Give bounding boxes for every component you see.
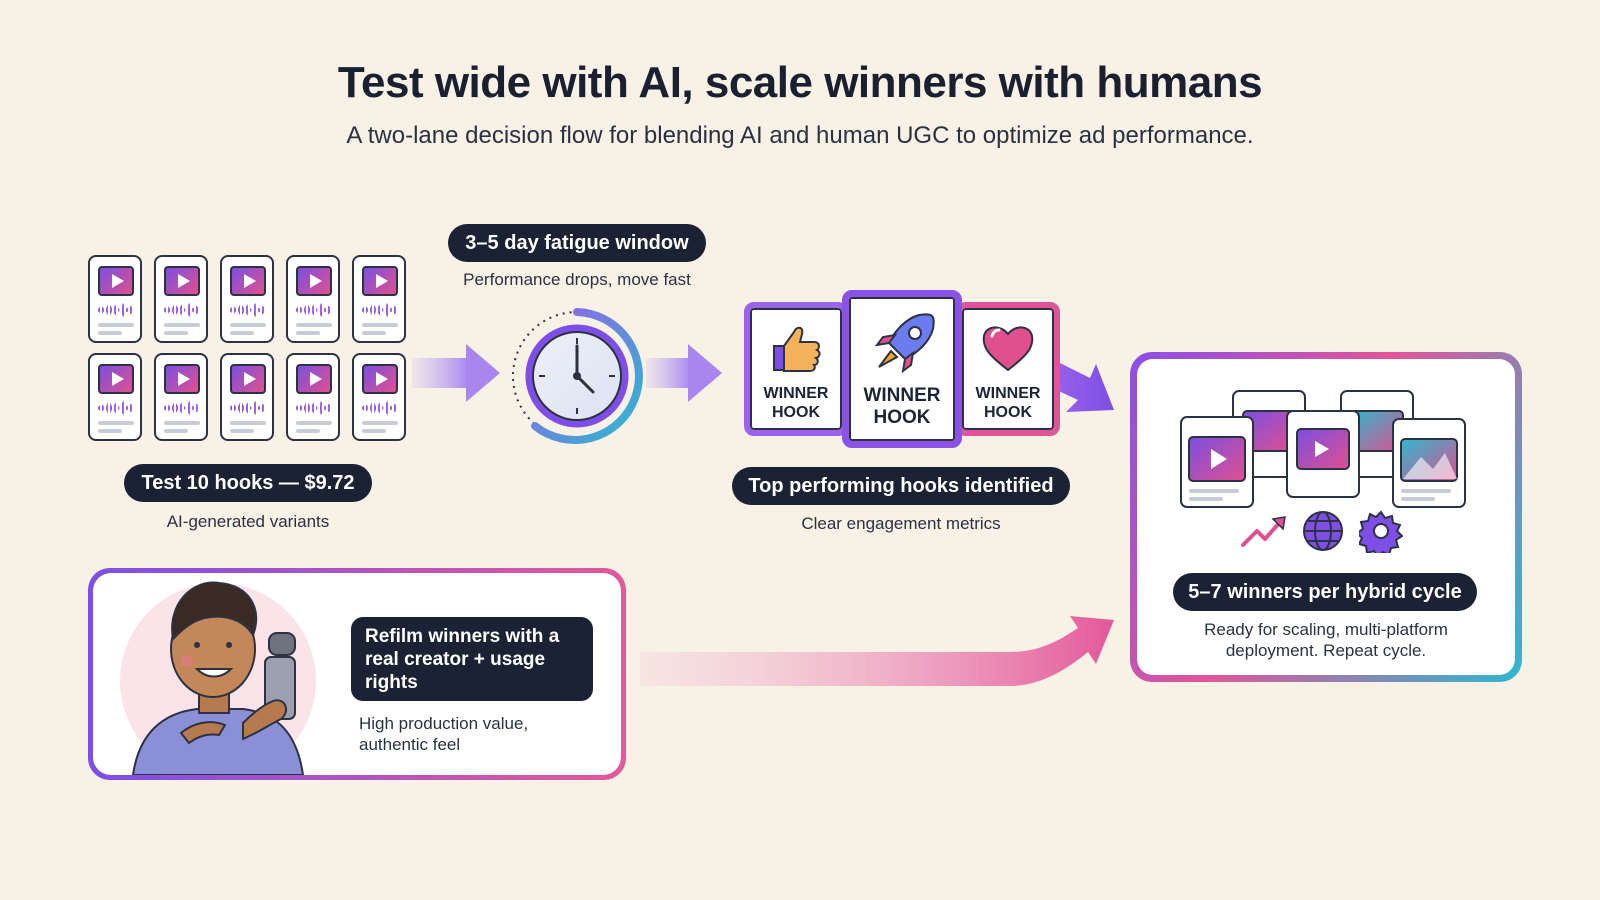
- winner-hook-card: WINNER HOOK: [956, 302, 1060, 436]
- play-icon: [362, 364, 398, 394]
- winner-hook-label: WINNER HOOK: [763, 385, 829, 421]
- winner-hook-label: WINNER HOOK: [975, 385, 1041, 421]
- ai-variant-card: [88, 353, 142, 441]
- audio-waveform-icon: [296, 303, 332, 317]
- winner-hook-card: WINNER HOOK: [744, 302, 848, 436]
- test-hooks-pill: Test 10 hooks — $9.72: [124, 464, 372, 502]
- play-icon: [362, 266, 398, 296]
- audio-waveform-icon: [230, 401, 266, 415]
- gear-icon: [1359, 510, 1403, 553]
- winner-hook-card-featured: WINNER HOOK: [842, 290, 962, 448]
- globe-icon: [1303, 511, 1343, 551]
- play-icon: [164, 364, 200, 394]
- ai-variant-card: [286, 353, 340, 441]
- results-panel: 5–7 winners per hybrid cycle Ready for s…: [1130, 352, 1522, 682]
- rocket-icon: [874, 313, 935, 374]
- audio-waveform-icon: [362, 401, 398, 415]
- page-title: Test wide with AI, scale winners with hu…: [337, 58, 1263, 107]
- fatigue-window-pill: 3–5 day fatigue window: [448, 224, 706, 262]
- audio-waveform-icon: [164, 401, 200, 415]
- ai-variant-card: [154, 353, 208, 441]
- winner-hooks-group: WINNER HOOK WINNER HOOK WINNER HOOK: [744, 290, 1060, 450]
- audio-waveform-icon: [98, 303, 134, 317]
- ai-variant-card: [352, 255, 406, 343]
- ai-variant-card: [220, 353, 274, 441]
- clock-icon: [512, 308, 643, 444]
- arrow-fatigue-to-winners: [646, 344, 722, 402]
- hybrid-winners-caption: Ready for scaling, multi-platform deploy…: [1204, 620, 1448, 660]
- audio-waveform-icon: [230, 303, 266, 317]
- creator-refilm-panel: Refilm winners with a real creator + usa…: [88, 568, 626, 780]
- play-icon: [164, 266, 200, 296]
- ai-variant-card: [286, 255, 340, 343]
- arrow-test-to-fatigue: [412, 344, 500, 402]
- ai-variant-card: [154, 255, 208, 343]
- trend-up-icon: [1241, 516, 1286, 547]
- creator-illustration: [120, 581, 316, 775]
- audio-waveform-icon: [98, 401, 134, 415]
- multi-platform-cards-illustration: [1180, 390, 1466, 508]
- refilm-caption: High production value, authentic feel: [359, 714, 529, 754]
- ai-variant-card: [88, 255, 142, 343]
- arrow-winners-to-results: [1048, 362, 1114, 412]
- audio-waveform-icon: [296, 401, 332, 415]
- play-icon: [230, 364, 266, 394]
- audio-waveform-icon: [164, 303, 200, 317]
- ai-variant-card: [220, 255, 274, 343]
- audio-waveform-icon: [362, 303, 398, 317]
- winner-hook-label: WINNER HOOK: [863, 385, 941, 428]
- top-hooks-caption: Clear engagement metrics: [801, 514, 1001, 533]
- page-subtitle: A two-lane decision flow for blending AI…: [346, 122, 1254, 149]
- top-hooks-pill: Top performing hooks identified: [732, 467, 1070, 505]
- ai-variant-card: [352, 353, 406, 441]
- play-icon: [230, 266, 266, 296]
- arrow-creator-to-results: [640, 616, 1114, 686]
- hybrid-winners-pill: 5–7 winners per hybrid cycle: [1173, 573, 1477, 611]
- play-icon: [296, 364, 332, 394]
- test-hooks-caption: AI-generated variants: [166, 512, 330, 531]
- play-icon: [98, 266, 134, 296]
- thumbs-up-icon: [773, 326, 821, 372]
- heart-icon: [982, 326, 1034, 372]
- refilm-title: Refilm winners with a real creator + usa…: [351, 617, 593, 701]
- fatigue-window-caption: Performance drops, move fast: [463, 270, 691, 289]
- play-icon: [296, 266, 332, 296]
- play-icon: [98, 364, 134, 394]
